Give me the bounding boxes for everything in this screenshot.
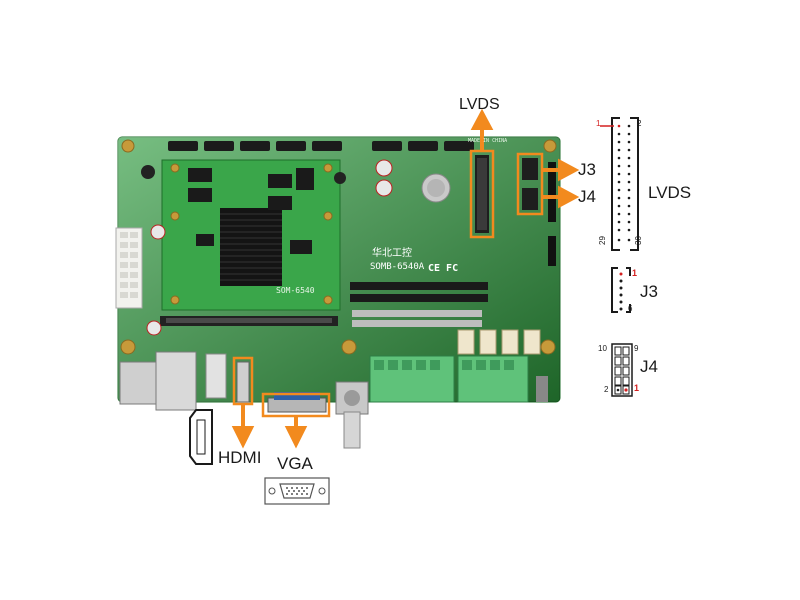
ethernet-jacks — [119, 351, 197, 411]
hdmi-port-board — [236, 361, 250, 403]
memory-chips — [188, 168, 314, 254]
sata-connectors — [168, 141, 474, 151]
j4-pin2-label: 2 — [604, 385, 609, 394]
vga-port-icon — [264, 477, 330, 505]
hdmi-label: HDMI — [218, 448, 262, 467]
vga-port-board — [267, 397, 327, 413]
j3-header — [522, 158, 538, 180]
j3-j4-highlight-box — [516, 152, 544, 216]
terminal-blocks — [369, 355, 529, 403]
j4-pin1-label: 1 — [634, 383, 640, 393]
j3-pinout-diagram — [611, 267, 631, 313]
j4-pin9-label: 9 — [634, 344, 639, 353]
module-model-text: SOM-6540 — [276, 286, 315, 295]
cert-mark: CE FC — [428, 263, 459, 274]
power-connector — [115, 227, 143, 309]
lvds-side-label: LVDS — [648, 183, 692, 202]
heatsink — [220, 208, 282, 286]
j3-pin6-label: 6 — [628, 304, 633, 313]
j4-side-label: J4 — [640, 357, 658, 376]
mounting-holes — [120, 139, 557, 355]
j4-pinout-diagram — [611, 343, 633, 397]
brand-cn-text: 华北工控 — [372, 248, 412, 259]
board-model-text: SOMB-6540A — [370, 262, 425, 272]
lvds-pin30-label: 30 — [633, 236, 643, 245]
j4-pin10-label: 10 — [598, 344, 607, 353]
lvds-pinout-diagram — [600, 117, 639, 251]
pin-headers — [350, 282, 488, 327]
j4-arrow-label: J4 — [578, 187, 596, 206]
j4-header — [522, 188, 538, 210]
callout-arrows — [231, 108, 580, 449]
relays — [457, 329, 541, 355]
lvds-pin29-label: 29 — [597, 236, 607, 245]
j3-pin1-label: 1 — [632, 268, 638, 278]
j3-arrow-label: J3 — [578, 160, 596, 179]
hdmi-port-icon — [189, 409, 213, 465]
bnc-connector — [335, 381, 369, 449]
lvds-top-label: LVDS — [459, 96, 500, 113]
capacitors — [141, 159, 393, 336]
j3-side-label: J3 — [640, 282, 658, 301]
lvds-pin1-label: 1 — [596, 119, 601, 128]
made-in-text: MADE IN CHINA — [468, 138, 508, 144]
vga-label: VGA — [277, 454, 313, 473]
lvds-pin2-label: 2 — [637, 119, 642, 128]
